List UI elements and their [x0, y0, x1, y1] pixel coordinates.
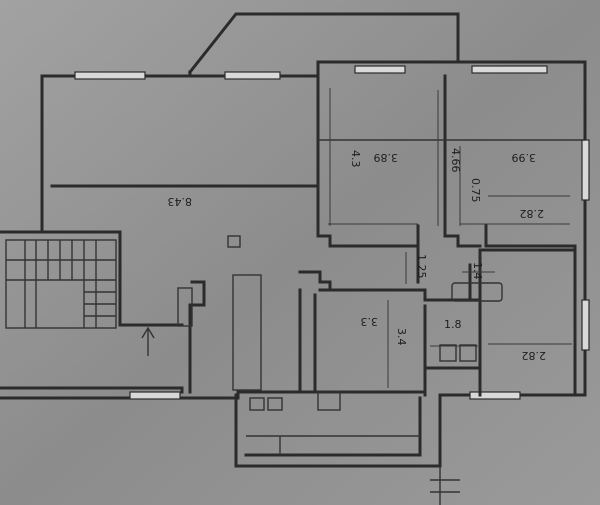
dim-closet-depth: 0.75 — [469, 178, 482, 203]
interior-walls — [50, 74, 585, 397]
dim-kitchen-width: 3.3 — [361, 315, 379, 328]
column — [227, 235, 241, 248]
stair-rail — [430, 466, 460, 505]
dim-bedroom-b-depth: 4.66 — [449, 148, 462, 173]
stair — [5, 239, 117, 329]
wall-niche — [177, 287, 193, 327]
dim-bath-width: 1.4 — [471, 262, 484, 280]
kitchen-shaft — [232, 274, 262, 391]
bath-fixtures — [246, 282, 503, 455]
dim-living-width: 8.43 — [168, 195, 193, 208]
entry-arrow-icon — [141, 326, 155, 356]
windows — [74, 65, 590, 400]
dim-bedroom-c-width: 2.82 — [522, 349, 547, 362]
dimension-lines — [328, 88, 572, 388]
dim-bedroom-a-depth: 4.3 — [349, 150, 362, 168]
dim-bedroom-a-width: 3.89 — [374, 151, 399, 164]
dim-hall-width: 1.25 — [415, 254, 428, 279]
dim-wc-width: 1.8 — [444, 318, 462, 331]
dim-closet-width: 2.82 — [520, 207, 545, 220]
dim-bedroom-b-width: 3.99 — [512, 151, 537, 164]
dim-kitchen-depth: 3.4 — [395, 328, 408, 346]
